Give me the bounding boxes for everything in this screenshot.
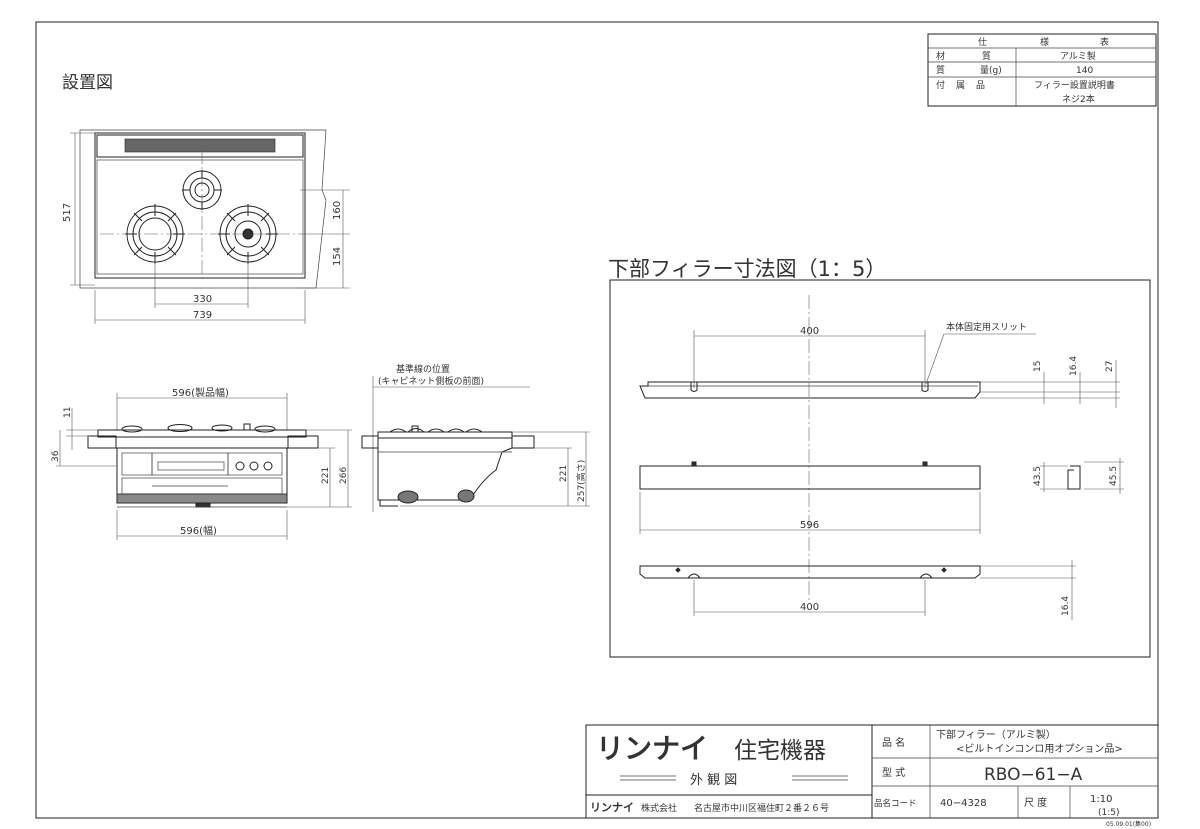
dim-330: 330 (193, 294, 212, 305)
dim-width: 596(幅) (180, 524, 217, 537)
brand-logo: リンナイ (596, 732, 708, 765)
spec-title-3: 表 (1100, 36, 1109, 48)
spec-label-acc-2: 属 (956, 80, 965, 91)
spec-title-1: 仕 (978, 36, 987, 48)
dim-11: 11 (63, 407, 73, 418)
code-label: 品名コード (874, 798, 917, 809)
dim-43-5: 43.5 (1033, 466, 1043, 486)
company-name: 株式会社 (641, 802, 677, 814)
dim-154: 154 (332, 247, 343, 266)
spec-value-accessory-2: ネジ2本 (1062, 93, 1095, 105)
installation-title: 設置図 (62, 73, 113, 93)
dim-15: 15 (1033, 361, 1043, 372)
model-label: 型 式 (882, 766, 905, 779)
spec-value-material: アルミ製 (1060, 50, 1096, 62)
product-name-2: <ビルトインコンロ用オプション品> (956, 743, 1123, 755)
drawing-type: 外 観 図 (690, 773, 737, 788)
dim-266: 266 (339, 467, 349, 484)
spec-value-accessory-1: フィラー設置説明書 (1034, 79, 1115, 91)
dim-596: 596 (800, 520, 819, 531)
brand-sub: 住宅機器 (734, 738, 826, 764)
dim-257: 257(高さ) (575, 460, 587, 502)
spec-title-2: 様 (1040, 36, 1049, 48)
reference-label-1: 基準線の位置 (396, 363, 450, 375)
spec-label-mass-2: 量(g) (980, 65, 1002, 76)
product-name-1: 下部フィラー（アルミ製） (936, 728, 1056, 741)
spec-label-acc-1: 付 (936, 80, 945, 91)
side-view: 基準線の位置 (キャビネット側板の前面) 221 257(高さ) (361, 363, 590, 512)
dim-517: 517 (62, 203, 73, 222)
title-block: リンナイ 住宅機器 外 観 図 リンナイ 株式会社 名古屋市中川区福住町２番２６… (585, 724, 1159, 819)
dim-bottom-400: 400 (800, 602, 819, 613)
dim-45-5: 45.5 (1109, 466, 1119, 486)
spec-label-mass-1: 質 (936, 64, 945, 76)
spec-label-material-1: 材 (936, 50, 945, 62)
reference-label-2: (キャビネット側板の前面) (378, 375, 484, 387)
dim-739: 739 (193, 310, 212, 321)
dim-221-side: 221 (559, 465, 569, 482)
dim-160: 160 (332, 201, 343, 220)
dim-16-4-bottom: 16.4 (1061, 596, 1071, 616)
scale-label: 尺 度 (1024, 796, 1047, 809)
spec-label-material-2: 質 (982, 50, 991, 62)
company-address: 名古屋市中川区福住町２番２６号 (694, 802, 829, 814)
dim-221-front: 221 (321, 467, 331, 484)
spec-table: 仕 様 表 材 質 アルミ製 質 量(g) 140 付 属 品 フィラー設置説明… (927, 33, 1157, 107)
dim-product-width: 596(製品幅) (172, 386, 229, 399)
product-name-label: 品 名 (882, 736, 905, 749)
revision-date: 05.09.01(集00) (1106, 820, 1151, 828)
installation-view: 設置図 517 160 (62, 73, 350, 324)
dim-top-400: 400 (800, 326, 819, 337)
dim-16-4-top: 16.4 (1069, 356, 1079, 376)
filler-title: 下部フィラー寸法図（1：5） (608, 257, 886, 281)
filler-drawing: 下部フィラー寸法図（1：5） 400 本体固定用スリット 15 16.4 27 (608, 257, 1151, 658)
company-brand: リンナイ (590, 801, 634, 814)
dim-27: 27 (1105, 361, 1115, 372)
spec-label-acc-3: 品 (976, 80, 985, 91)
model-number: RBO−61−A (984, 765, 1083, 785)
front-view: 596(製品幅) 11 36 (51, 386, 352, 540)
spec-value-mass: 140 (1076, 66, 1093, 76)
product-code: 40−4328 (940, 798, 987, 809)
slit-label: 本体固定用スリット (946, 321, 1027, 333)
scale-1: 1:10 (1090, 794, 1112, 805)
scale-2: (1:5) (1098, 808, 1120, 818)
filler-frame (609, 279, 1151, 658)
dim-36: 36 (51, 450, 61, 462)
